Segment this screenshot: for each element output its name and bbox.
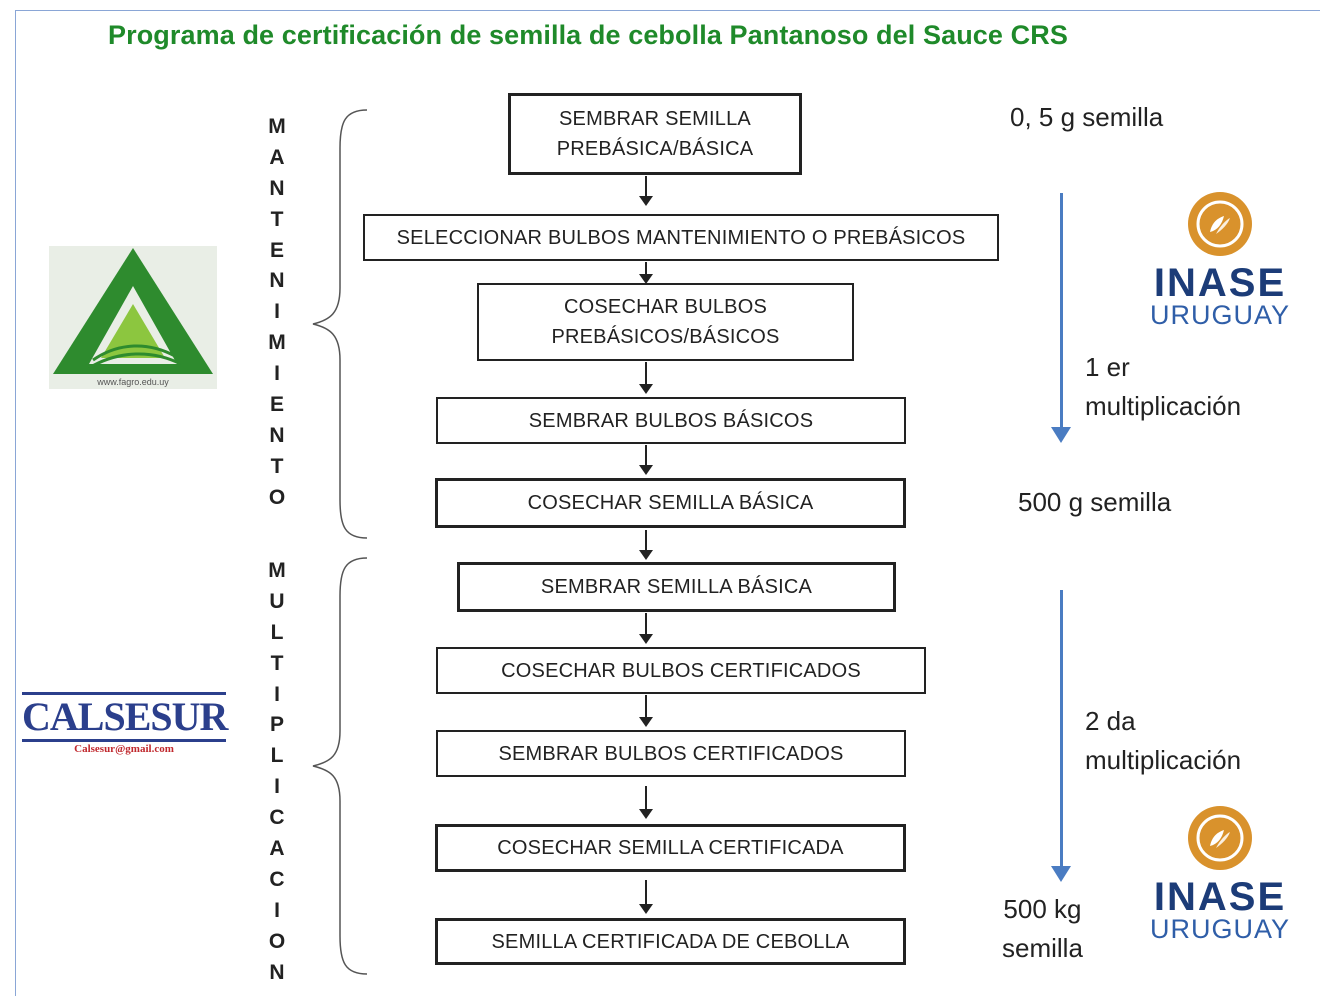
quantity-end: 500 kg semilla [1002,894,1083,963]
flow-arrow [639,786,653,819]
frame-top-border [15,10,1320,11]
phase-letter: M [268,331,286,355]
phase-letter: A [269,145,285,169]
wheat-icon [1188,192,1252,256]
calsesur-email: Calsesur@gmail.com [74,743,174,755]
inase-logo-bottom: INASE URUGUAY [1145,806,1295,944]
inase-name: INASE [1153,261,1287,305]
brace-multiplicacion [312,557,368,975]
phase-letter: I [274,898,280,922]
inase-name: INASE [1153,875,1287,919]
phase-letter: O [268,485,286,509]
phase-letter: N [269,960,285,984]
inase-logo-top: INASE URUGUAY [1145,192,1295,330]
phase-letter: E [269,393,284,417]
first-multiplication-label: 1 er multiplicación [1085,352,1242,421]
quantity-middle: 500 g semilla [1018,487,1172,517]
step-cosechar-bulbos-prebasicos: COSECHAR BULBOS PREBÁSICOS/BÁSICOS [477,283,854,361]
inase-country: URUGUAY [1149,300,1290,330]
first-multiplication-arrow [1051,193,1071,443]
phase-letter: U [269,589,285,613]
phase-letter: O [268,929,286,953]
fagro-url: www.fagro.edu.uy [97,377,169,387]
phase-letter: N [269,423,285,447]
flow-arrow [639,613,653,644]
phase-letter: L [270,620,284,644]
step-semilla-certificada: SEMILLA CERTIFICADA DE CEBOLLA [435,918,906,965]
flow-arrow [639,445,653,475]
phase-letter: I [274,300,280,324]
flow-arrow [639,362,653,394]
phase-letter: M [268,115,286,138]
phase-letter: P [269,713,284,737]
flow-arrow [639,262,653,284]
step-cosechar-semilla-basica: COSECHAR SEMILLA BÁSICA [435,478,906,528]
phase-letter: T [270,454,284,478]
phase-letter: L [270,744,284,768]
phase-letter: C [269,806,285,830]
quantity-start: 0, 5 g semilla [1010,102,1164,132]
step-seleccionar-bulbos: SELECCIONAR BULBOS MANTENIMIENTO O PREBÁ… [363,214,999,261]
second-multiplication-label: 2 da multiplicación [1085,706,1242,775]
phase-letter: E [269,238,284,262]
flow-arrow [639,176,653,206]
phase-letter: I [274,775,280,799]
fagro-logo: www.fagro.edu.uy [49,246,217,389]
calsesur-bottom-bar [22,739,226,742]
inase-country: URUGUAY [1149,914,1290,944]
phase-letter: C [269,867,285,891]
wheat-icon [1188,806,1252,870]
calsesur-name: CALSESUR [22,694,228,739]
calsesur-top-bar [22,692,226,695]
step-cosechar-semilla-certificada: COSECHAR SEMILLA CERTIFICADA [435,824,906,872]
flow-arrow [639,695,653,727]
flow-arrow [639,880,653,914]
frame-left-border [15,10,16,996]
step-sembrar-bulbos-basicos: SEMBRAR BULBOS BÁSICOS [436,397,906,444]
brace-mantenimiento [312,109,368,539]
step-sembrar-bulbos-certificados: SEMBRAR BULBOS CERTIFICADOS [436,730,906,777]
step-sembrar-semilla-prebasica: SEMBRAR SEMILLA PREBÁSICA/BÁSICA [508,93,802,175]
flow-arrow [639,530,653,560]
phase-letter: A [269,837,285,861]
phase-letter: N [269,269,285,293]
phase-letter: N [269,176,285,200]
phase-letter: I [274,362,280,386]
phase-letter: I [274,682,280,706]
phase-letter: T [270,651,284,675]
step-sembrar-semilla-basica: SEMBRAR SEMILLA BÁSICA [457,562,896,612]
phase-letter: T [270,207,284,231]
second-multiplication-arrow [1051,590,1071,882]
page-title: Programa de certificación de semilla de … [108,20,1068,50]
phase-letter: M [268,559,286,582]
step-cosechar-bulbos-certificados: COSECHAR BULBOS CERTIFICADOS [436,647,926,694]
calsesur-logo: CALSESUR Calsesur@gmail.com [22,692,228,756]
fagro-a-icon [53,248,213,374]
